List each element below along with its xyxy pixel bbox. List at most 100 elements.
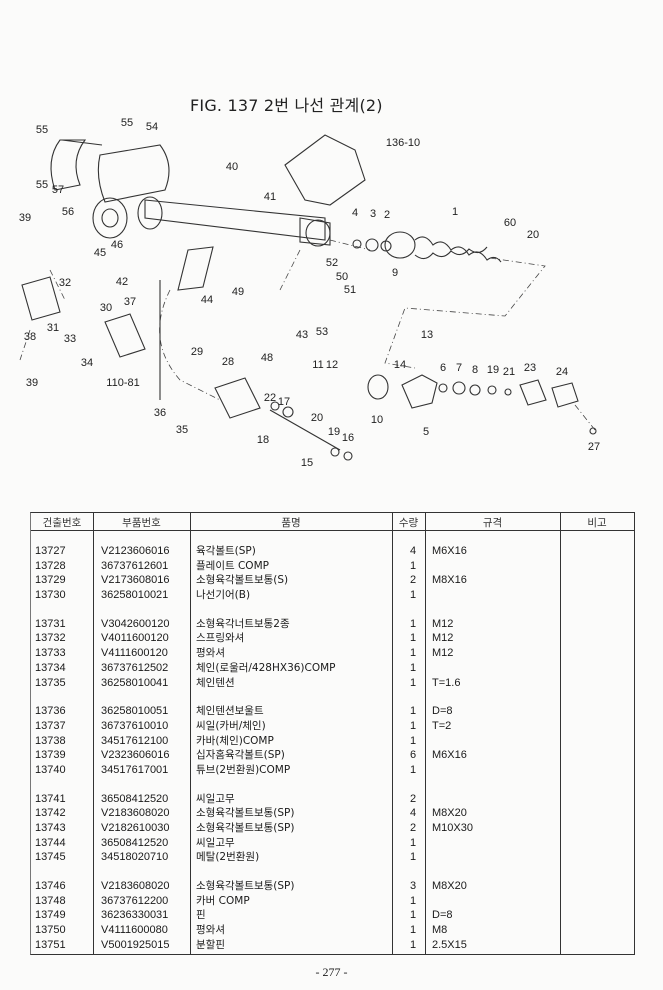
cell-part-name: 체인텐션 (196, 676, 235, 689)
cell-part-no: 34517617001 (101, 763, 169, 776)
cell-quantity: 1 (409, 676, 417, 689)
cell-part-name: 체인(로울러/428HX36)COMP (196, 661, 336, 674)
cell-spec: M8X20 (432, 807, 467, 820)
cell-quantity: 1 (409, 734, 417, 747)
callout-label: 20 (311, 412, 323, 424)
cell-part-name: 소형육각너트보통2종 (196, 617, 290, 630)
cell-index-no: 13750 (35, 924, 66, 937)
cell-part-name: 평와셔 (196, 647, 225, 660)
callout-label: 19 (487, 364, 499, 376)
callout-label: 19 (328, 426, 340, 438)
callout-label: 30 (100, 302, 112, 314)
cell-part-name: 소형육각볼트보통(SP) (196, 822, 295, 834)
cell-part-name: 플레이트 COMP (196, 559, 269, 572)
cell-index-no: 13728 (35, 559, 66, 572)
cell-spec: T=1.6 (432, 676, 461, 689)
cell-index-no: 13735 (35, 676, 66, 689)
callout-label: 56 (62, 206, 74, 218)
cell-part-name: 체인텐션보울트 (196, 705, 264, 718)
cell-quantity: 1 (409, 763, 417, 776)
cell-part-name: 평와셔 (196, 924, 225, 937)
callout-label: 55 (36, 124, 48, 136)
cell-index-no: 13748 (35, 894, 66, 907)
cell-part-no: V4011600120 (101, 632, 169, 645)
column-divider (392, 513, 393, 954)
cell-part-name: 메탈(2번환원) (196, 851, 260, 864)
callout-label: 39 (26, 377, 38, 389)
callout-label: 49 (232, 286, 244, 298)
cell-spec: T=2 (432, 719, 452, 732)
cell-index-no: 13744 (35, 836, 66, 849)
callout-label: 41 (264, 191, 276, 203)
cell-part-name: 카바(체인)COMP (196, 734, 274, 747)
callout-label: 24 (556, 366, 568, 378)
cell-spec: M12 (432, 632, 454, 645)
callout-label: 23 (524, 362, 536, 374)
column-divider (93, 513, 94, 954)
cell-quantity: 1 (409, 661, 417, 674)
callout-label: 39 (19, 212, 31, 224)
cell-part-no: 34518020710 (101, 851, 169, 864)
cell-part-no: 36737612601 (101, 559, 169, 572)
callout-label: 53 (316, 326, 328, 338)
cell-quantity: 1 (409, 719, 417, 732)
cell-index-no: 13729 (35, 574, 66, 587)
cell-quantity: 2 (409, 574, 417, 587)
cell-quantity: 1 (409, 938, 417, 951)
callout-label: 17 (278, 396, 290, 408)
callout-label: 4 (352, 207, 358, 219)
callout-label: 15 (301, 457, 313, 469)
callout-label: 22 (264, 392, 276, 404)
callout-label: 10 (371, 414, 383, 426)
callout-label: 40 (226, 161, 238, 173)
callout-label: 13 (421, 329, 433, 341)
callout-label: 3 (370, 208, 376, 220)
callout-label: 2 (384, 209, 390, 221)
cell-spec: D=8 (432, 705, 453, 718)
cell-quantity: 1 (409, 909, 417, 922)
callout-label: 43 (296, 329, 308, 341)
cell-part-no: V2173608016 (101, 574, 170, 587)
cell-index-no: 13742 (35, 807, 66, 820)
callout-label: 18 (257, 434, 269, 446)
header-index-no: 건출번호 (42, 517, 82, 529)
cell-index-no: 13749 (35, 909, 66, 922)
cell-index-no: 13743 (35, 822, 66, 834)
callout-label: 6 (440, 362, 446, 374)
cell-part-name: 스프링와셔 (196, 632, 245, 645)
column-divider (425, 513, 426, 954)
cell-part-no: V3042600120 (101, 617, 170, 630)
cell-part-name: 나선기어(B) (196, 589, 251, 602)
callout-label: 54 (146, 121, 158, 133)
cell-spec: M12 (432, 617, 454, 630)
cell-quantity: 1 (409, 617, 417, 630)
callout-label: 52 (326, 257, 338, 269)
column-divider (560, 513, 561, 954)
callout-label: 57 (52, 184, 64, 196)
cell-quantity: 1 (409, 632, 417, 645)
cell-part-no: 36236330031 (101, 909, 169, 922)
cell-quantity: 1 (409, 589, 417, 602)
cell-index-no: 13733 (35, 647, 66, 660)
cell-index-no: 13736 (35, 705, 66, 718)
callout-label: 9 (392, 267, 398, 279)
header-part-name: 품명 (281, 517, 301, 529)
header-quantity: 수량 (398, 517, 419, 529)
cell-quantity: 1 (409, 924, 417, 937)
